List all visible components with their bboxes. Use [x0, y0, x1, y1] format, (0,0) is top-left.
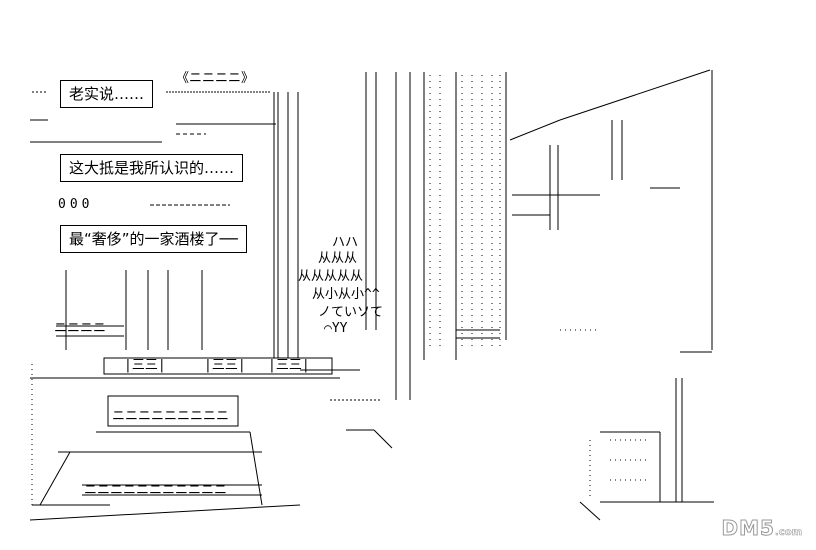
watermark-logo: DM5.com	[721, 516, 803, 541]
side-sign: ニニニニ	[54, 321, 107, 336]
crowd-line-6: ⌒YY	[324, 321, 348, 336]
crowd-line-5: ノていソて	[318, 305, 384, 320]
watermark-suffix: .com	[774, 527, 803, 539]
rail-sign-right: |三三|	[268, 358, 310, 373]
crowd-line-3: 从从从从从	[298, 269, 364, 284]
dialog-box-1: 老实说……	[60, 80, 154, 108]
crowd-line-1: ハハ	[332, 235, 359, 250]
crowd-line-4: 从小从小^^	[312, 287, 380, 302]
top-sign: 《ニニニニ》	[176, 71, 255, 86]
rail-sign-left: |三三|	[124, 358, 166, 373]
table-top-pattern: ニニニニニニニニニ	[112, 409, 230, 424]
rail-sign-mid: |三三|	[204, 358, 246, 373]
dialog-box-2: 这大抵是我所认识的……	[60, 154, 244, 182]
dialog-text-3: 最“奢侈”的一家酒楼了──	[69, 230, 238, 248]
watermark-main: DM5	[721, 516, 775, 541]
dialog-text-2: 这大抵是我所认识的……	[69, 159, 235, 177]
dialog-text-1: 老实说……	[69, 85, 145, 103]
table-bottom-pattern: ニニニニニニニニニニニ	[84, 483, 228, 498]
crowd-line-2: 从从从	[318, 251, 358, 266]
dots-text: 000	[58, 197, 94, 212]
dialog-box-3: 最“奢侈”的一家酒楼了──	[60, 225, 247, 253]
